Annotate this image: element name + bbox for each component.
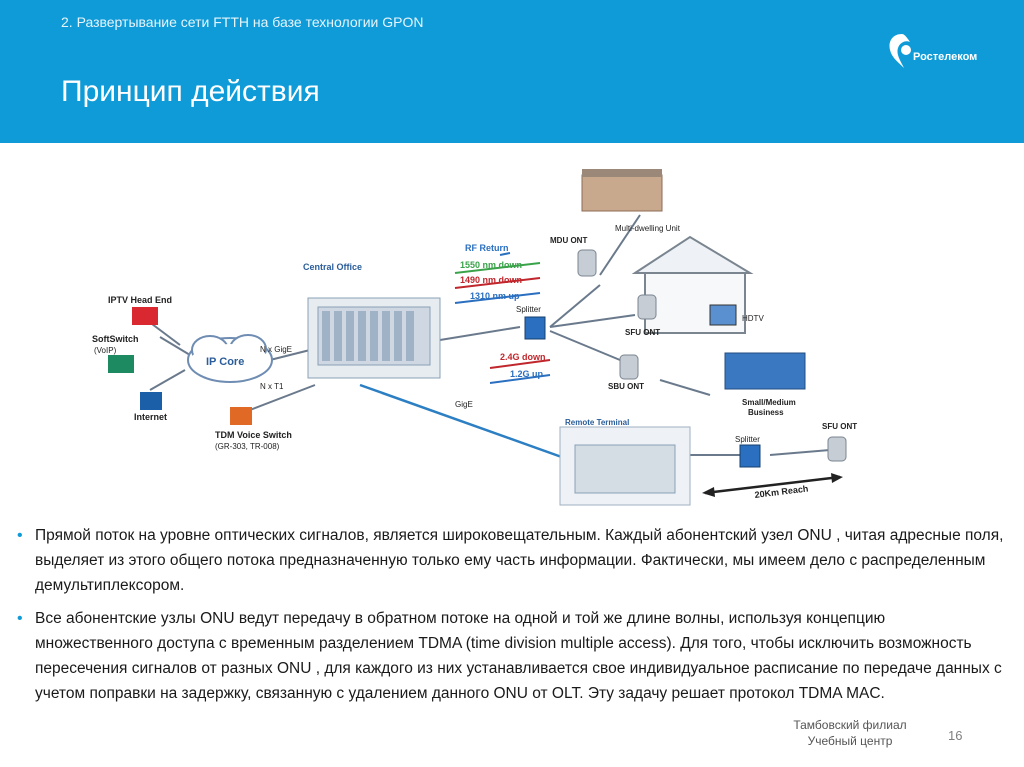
sfu-ont-icon-2 bbox=[827, 436, 847, 462]
header-bar: 2. Развертывание сети FTTH на базе техно… bbox=[0, 0, 1024, 143]
label-remote-terminal: Remote Terminal bbox=[565, 418, 629, 427]
label-1310: 1310 nm up bbox=[470, 291, 520, 301]
logo-text: Ростелеком bbox=[913, 51, 978, 63]
bullet-dot-icon: • bbox=[17, 610, 23, 627]
tdm-switch-icon bbox=[230, 407, 252, 425]
bullet-list: •Прямой поток на уровне оптических сигна… bbox=[17, 523, 1007, 714]
mdu-ont-icon bbox=[577, 249, 597, 277]
label-smb-1: Small/Medium bbox=[742, 398, 796, 407]
label-rf-return: RF Return bbox=[465, 243, 509, 253]
mdu-building-icon bbox=[581, 169, 663, 212]
label-voip: (VoIP) bbox=[94, 346, 117, 355]
bullet-item: •Все абонентские узлы ONU ведут передачу… bbox=[17, 606, 1007, 706]
label-n-t1: N x T1 bbox=[260, 382, 284, 391]
label-splitter-2: Splitter bbox=[735, 435, 760, 444]
splitter-icon-2 bbox=[739, 444, 761, 468]
rostelecom-logo bbox=[889, 34, 911, 68]
label-central-office: Central Office bbox=[303, 262, 362, 272]
label-splitter-1: Splitter bbox=[516, 305, 541, 314]
sbu-ont-icon bbox=[619, 354, 639, 380]
gpon-network-diagram: IPTV Head End SoftSwitch (VoIP) Internet… bbox=[92, 169, 857, 506]
label-1550: 1550 nm down bbox=[460, 260, 522, 270]
iptv-device-icon bbox=[132, 307, 158, 325]
label-sfu-ont-2: SFU ONT bbox=[822, 422, 857, 431]
wavelength-arrows: RF Return 1550 nm down 1490 nm down 1310… bbox=[454, 243, 551, 384]
label-gige: GigE bbox=[455, 400, 473, 409]
label-iptv: IPTV Head End bbox=[108, 295, 172, 305]
label-12g: 1.2G up bbox=[510, 369, 544, 379]
label-tdm-sub: (GR-303, TR-008) bbox=[215, 442, 280, 451]
bullet-item: •Прямой поток на уровне оптических сигна… bbox=[17, 523, 1007, 598]
label-24g: 2.4G down bbox=[500, 352, 546, 362]
label-1490: 1490 nm down bbox=[460, 275, 522, 285]
label-mdu: Multi-dwelling Unit bbox=[615, 224, 681, 233]
business-building-icon bbox=[724, 352, 806, 390]
splitter-icon bbox=[524, 316, 546, 340]
ip-core-cloud-icon bbox=[187, 334, 273, 383]
label-hdtv: HDTV bbox=[742, 314, 764, 323]
label-tdm: TDM Voice Switch bbox=[215, 430, 292, 440]
section-subtitle: 2. Развертывание сети FTTH на базе техно… bbox=[61, 14, 424, 30]
footer-branch: Тамбовский филиал Учебный центр bbox=[793, 718, 907, 748]
remote-terminal-rack-icon bbox=[574, 444, 676, 494]
label-sfu-ont-1: SFU ONT bbox=[625, 328, 660, 337]
label-n-gige: N x GigE bbox=[260, 345, 292, 354]
internet-icon bbox=[140, 392, 162, 410]
label-ip-core: IP Core bbox=[206, 356, 244, 368]
slide-title: Принцип действия bbox=[61, 75, 320, 108]
label-internet: Internet bbox=[134, 412, 167, 422]
sfu-ont-icon bbox=[637, 294, 657, 320]
label-mdu-ont: MDU ONT bbox=[550, 236, 587, 245]
softswitch-icon bbox=[108, 355, 134, 373]
tv-icon bbox=[709, 304, 737, 326]
label-sbu-ont: SBU ONT bbox=[608, 382, 644, 391]
page-number: 16 bbox=[948, 728, 963, 743]
reach-arrow bbox=[702, 473, 843, 497]
bullet-dot-icon: • bbox=[17, 527, 23, 544]
gige-link bbox=[359, 383, 571, 462]
label-softswitch: SoftSwitch bbox=[92, 334, 139, 344]
label-smb-2: Business bbox=[748, 408, 784, 417]
olt-rack-icon bbox=[307, 297, 441, 379]
